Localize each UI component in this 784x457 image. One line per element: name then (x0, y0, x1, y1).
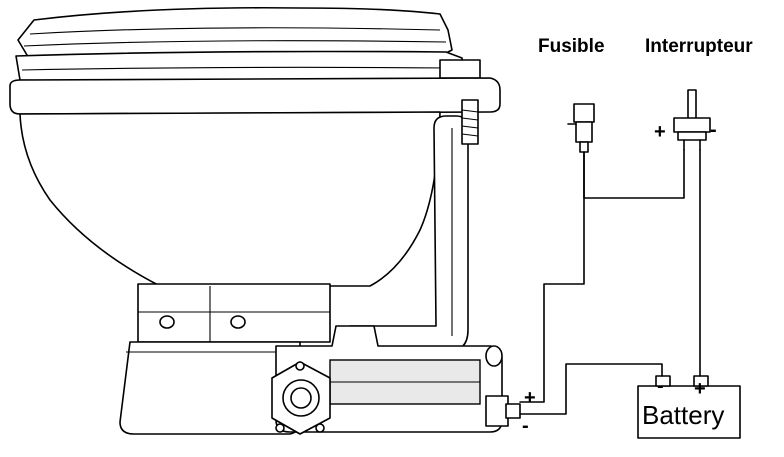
battery-label: Battery (642, 400, 724, 430)
seat-hinge (439, 59, 481, 79)
wire-fuse-to-motor (519, 151, 585, 403)
fuse-holder (567, 103, 595, 153)
wiring (519, 149, 701, 415)
battery (637, 375, 741, 439)
toilet-lid (17, 6, 453, 61)
switch-plus-sign: + (654, 121, 666, 143)
toggle-switch (673, 89, 711, 151)
toilet-pedestal (137, 283, 331, 343)
electric-toilet-illustration (9, 6, 521, 435)
motor-plus-sign: + (524, 387, 536, 409)
switch-label: Interrupteur (645, 36, 753, 57)
wire-motor-to-battery (519, 363, 663, 415)
toilet-seat (15, 50, 465, 83)
toilet-bowl (19, 111, 441, 287)
toilet-rim (9, 77, 501, 115)
switch-minus-sign: - (710, 119, 717, 141)
motor-minus-sign: - (522, 415, 529, 437)
battery-plus-sign: + (694, 378, 706, 400)
motor-terminal (485, 395, 509, 427)
fuse-label: Fusible (538, 36, 605, 57)
battery-minus-sign: - (657, 375, 664, 397)
wire-fuse-to-switch (583, 149, 685, 199)
